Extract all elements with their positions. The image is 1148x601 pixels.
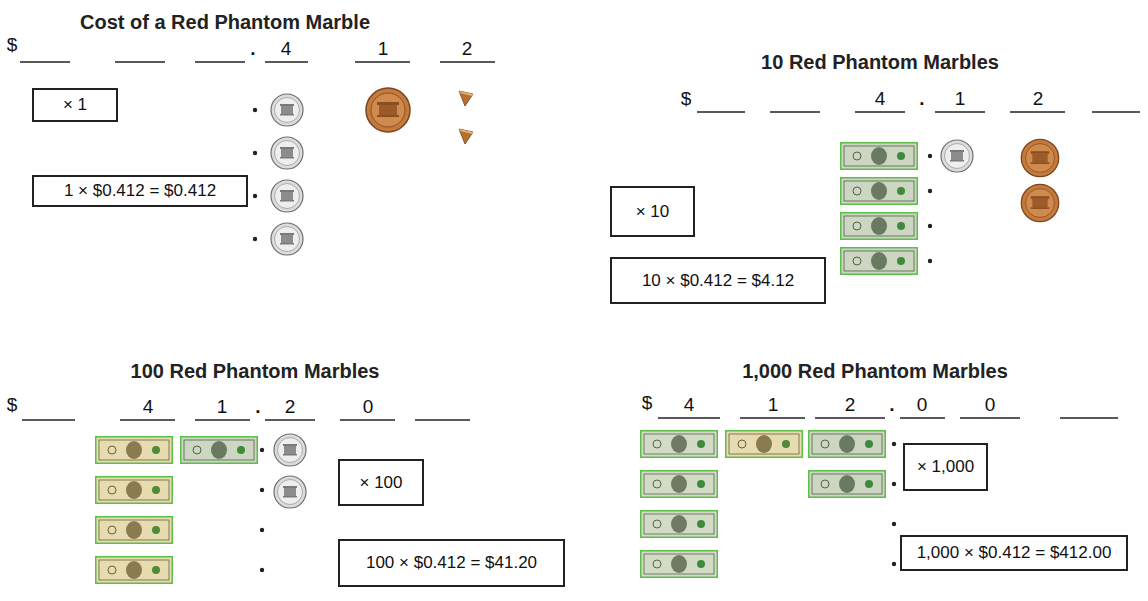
dollar-sign: $ (681, 88, 692, 110)
panel-heading: Cost of a Red Phantom Marble (80, 11, 370, 33)
place-value-digit: 2 (1033, 88, 1044, 110)
dime-coin (271, 223, 303, 255)
penny-coin (1021, 184, 1058, 221)
ten-dollar-bill (96, 557, 173, 584)
equation-box: 100 × $0.412 = $41.20 (338, 539, 565, 587)
ten-dollar-bill (726, 431, 803, 458)
decimal-point: . (255, 396, 260, 418)
place-value-digit: 4 (684, 394, 695, 416)
answer-blank (20, 62, 1140, 420)
dime-coin (271, 137, 303, 169)
box-text: 1,000 × $0.412 = $412.00 (917, 543, 1112, 563)
place-value-digit: 2 (285, 396, 296, 418)
penny-coin (1021, 139, 1058, 176)
box-text: × 1,000 (917, 457, 974, 477)
penny-piece (459, 129, 473, 144)
one-dollar-bill (841, 213, 918, 240)
one-dollar-bill (809, 431, 886, 458)
decimal-point: . (919, 88, 924, 110)
place-value-digit: 1 (378, 38, 389, 60)
place-value-digit: 0 (917, 394, 928, 416)
decimal-dot (253, 108, 932, 572)
place-value-digit: 2 (462, 38, 473, 60)
equation-box: 1 × $0.412 = $0.412 (32, 175, 248, 207)
place-value-digit: 1 (768, 394, 779, 416)
one-dollar-bill (841, 248, 918, 275)
ten-dollar-bill (96, 437, 173, 464)
hundred-dollar-bill (641, 551, 718, 578)
box-text: × 1 (63, 95, 87, 115)
decimal-point: . (889, 394, 894, 416)
decimal-point: . (250, 38, 255, 60)
one-dollar-bill (809, 471, 886, 498)
dime-coin (274, 434, 306, 466)
one-dollar-bill (841, 178, 918, 205)
dollar-sign: $ (7, 34, 18, 56)
place-value-digit: 1 (217, 396, 228, 418)
equation-box: 10 × $0.412 = $4.12 (610, 257, 826, 304)
penny-piece (459, 91, 473, 106)
ten-dollar-bill (96, 517, 173, 544)
panel-heading: 1,000 Red Phantom Marbles (742, 360, 1008, 382)
place-value-digit: 4 (281, 38, 292, 60)
panel-heading: 10 Red Phantom Marbles (761, 51, 999, 73)
dollar-sign: $ (642, 392, 653, 414)
hundred-dollar-bill (641, 471, 718, 498)
multiplier-box: × 1,000 (903, 443, 988, 491)
hundred-dollar-bill (641, 431, 718, 458)
one-dollar-bill (841, 143, 918, 170)
panel-heading: 100 Red Phantom Marbles (131, 360, 380, 382)
one-dollar-bill (181, 437, 258, 464)
penny-coin (366, 88, 410, 132)
dime-coin (271, 180, 303, 212)
multiplier-box: × 10 (610, 186, 695, 237)
ten-dollar-bill (96, 477, 173, 504)
place-value-digit: 4 (143, 396, 154, 418)
dime-coin (274, 476, 306, 508)
hundred-dollar-bill (641, 511, 718, 538)
place-value-digit: 1 (955, 88, 966, 110)
dime-coin (941, 140, 973, 172)
box-text: × 100 (359, 473, 402, 493)
box-text: 100 × $0.412 = $41.20 (366, 553, 537, 573)
multiplier-box: × 100 (338, 459, 424, 506)
place-value-digit: 2 (845, 394, 856, 416)
equation-box: 1,000 × $0.412 = $412.00 (900, 535, 1128, 571)
box-text: × 10 (636, 202, 670, 222)
place-value-digit: 4 (875, 88, 886, 110)
place-value-digit: 0 (363, 396, 374, 418)
dime-coin (271, 94, 303, 126)
place-value-digit: 0 (985, 394, 996, 416)
box-text: 10 × $0.412 = $4.12 (642, 271, 794, 291)
multiplier-box: × 1 (32, 88, 118, 122)
dollar-sign: $ (7, 394, 18, 416)
box-text: 1 × $0.412 = $0.412 (64, 181, 216, 201)
